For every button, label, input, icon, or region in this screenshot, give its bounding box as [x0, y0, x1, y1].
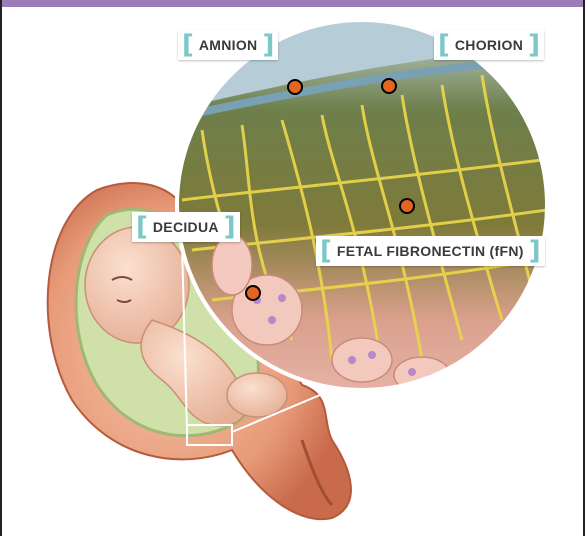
chorion-marker: [382, 79, 396, 93]
decidua-marker: [246, 286, 260, 300]
label-fetal-fibronectin-text: FETAL FIBRONECTIN (fFN): [332, 243, 529, 259]
label-fetal-fibronectin: [ FETAL FIBRONECTIN (fFN) ]: [316, 236, 545, 266]
label-amnion-text: AMNION: [194, 37, 263, 53]
label-decidua: [ DECIDUA ]: [132, 212, 240, 242]
label-amnion: [ AMNION ]: [178, 30, 278, 60]
label-decidua-text: DECIDUA: [148, 219, 224, 235]
amnion-marker: [288, 80, 302, 94]
fibronectin-marker: [400, 199, 414, 213]
label-chorion-text: CHORION: [450, 37, 528, 53]
label-chorion: [ CHORION ]: [434, 30, 544, 60]
